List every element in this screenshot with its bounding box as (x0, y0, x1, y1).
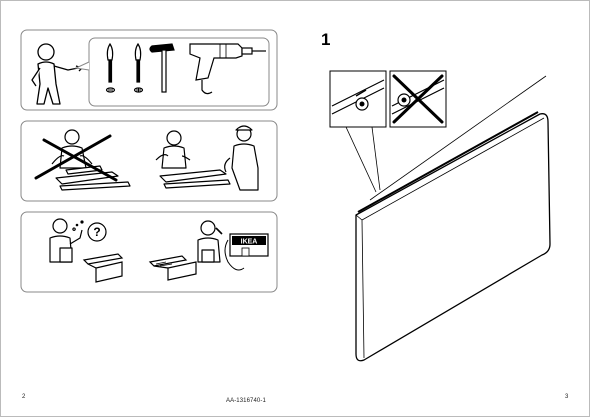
hammer-icon (149, 43, 175, 93)
document-code: AA-1316740-1 (226, 398, 266, 404)
person-on-phone-icon (197, 220, 223, 263)
question-mark-icon: ? (87, 222, 107, 242)
thought-dot-2 (80, 220, 84, 224)
correct-mount-detail-icon (329, 70, 387, 128)
cross-line-b (42, 138, 118, 182)
phillips-screwdriver-icon (133, 42, 144, 93)
leader-line-b (371, 126, 381, 191)
store-sign-text: IKEA (241, 239, 258, 246)
flathead-screwdriver-icon (105, 42, 116, 93)
confused-person-icon (49, 218, 83, 263)
incorrect-mount-detail-icon (389, 70, 447, 128)
wall-line (369, 75, 547, 201)
store-icon: IKEA (224, 233, 269, 271)
step1-illustration (329, 70, 551, 362)
svg-text:?: ? (93, 225, 100, 239)
right-page-number: 3 (565, 394, 569, 400)
left-page-number: 2 (22, 394, 26, 400)
two-people-assembling-icon (155, 125, 259, 191)
help-panel (20, 120, 278, 202)
power-drill-icon (189, 43, 266, 95)
panel-board-icon (355, 111, 551, 362)
thought-dot-1 (75, 223, 79, 227)
contact-panel: ? IKEA (20, 211, 278, 293)
shelf-part-icon (82, 253, 124, 283)
tools-panel (20, 29, 278, 111)
step-number: 1 (321, 30, 331, 49)
person-pointing-icon (31, 43, 83, 105)
shelf-part-icon-2 (148, 255, 197, 281)
leader-line-a (345, 126, 377, 193)
